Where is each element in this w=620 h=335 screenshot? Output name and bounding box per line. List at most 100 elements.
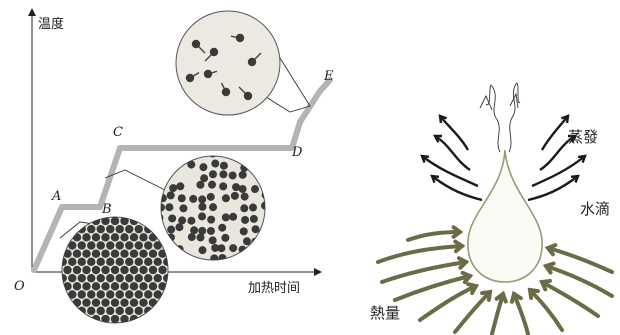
liquid-particle [176,182,184,190]
vapor-arrow [432,176,482,200]
gas-particle [248,58,256,66]
solid-particle [120,249,128,257]
vapor-arrow [435,136,470,170]
liquid-particle [207,227,215,235]
liquid-particle [240,227,248,235]
vapor-arrow [422,156,478,186]
gas-particle [222,88,230,96]
solid-particle [149,266,157,274]
solid-particle [120,282,128,290]
liquid-particle [229,213,237,221]
solid-particle [106,225,114,233]
heat-arrow [378,246,462,262]
liquid-particle [208,181,216,189]
solid-particle [78,258,86,266]
liquid-particle [209,170,217,178]
solid-particle [116,258,124,266]
y-axis-label: 温度 [38,16,64,32]
liquid-particle [175,223,183,231]
solid-particle [139,315,147,323]
liquid-particle [176,245,184,253]
solid-particle [154,258,162,266]
solid-particle [82,298,90,306]
liquid-particles-circle [155,149,269,262]
x-axis-label: 加热时间 [248,281,300,296]
solid-particle [101,249,109,257]
solid-particle [101,298,109,306]
solid-particle [82,217,90,225]
solid-particle [135,258,143,266]
liquid-particle [229,244,237,252]
liquid-particle [221,234,229,242]
point-label-a: A [51,189,61,204]
solid-particle [87,307,95,315]
solid-particle [73,266,81,274]
label-heat: 熱量 [370,304,400,322]
solid-particle [116,241,124,249]
liquid-particle [209,203,217,211]
solid-particle [63,266,71,274]
solid-particle [78,290,86,298]
gas-particle [204,70,212,78]
solid-particle [149,249,157,257]
liquid-particle [249,204,257,212]
solid-particle [82,249,90,257]
solid-particle [92,233,100,241]
solid-particle [106,307,114,315]
liquid-particle [251,185,259,193]
solid-particle [87,290,95,298]
solid-particle [135,307,143,315]
point-label-d: D [291,145,303,160]
liquid-particle [240,204,248,212]
solid-particle [139,217,147,225]
liquid-particle [167,191,175,199]
solid-particle [111,315,119,323]
solid-particle [130,266,138,274]
solid-particle [116,225,124,233]
solid-particle [101,282,109,290]
solid-particle [87,274,95,282]
solid-particle [73,233,81,241]
solid-particle [92,249,100,257]
solid-particle [97,307,105,315]
gas-particle [192,40,200,48]
solid-particle [68,274,76,282]
liquid-particle [189,195,197,203]
liquid-particle [198,212,206,220]
liquid-particle [211,160,219,168]
solid-particle [82,233,90,241]
solid-particle [73,282,81,290]
liquid-particle [222,194,230,202]
liquid-particle [220,162,228,170]
heat-arrow [455,292,490,332]
liquid-particle [159,194,167,202]
solid-particle [144,258,152,266]
liquid-particle [198,203,206,211]
water-droplet [468,150,542,282]
solid-particle [97,258,105,266]
liquid-particle [219,182,227,190]
solid-particle [158,266,166,274]
solid-particle [130,315,138,323]
solid-particle [125,241,133,249]
solid-particle [135,290,143,298]
solid-particle [120,298,128,306]
solid-particle [125,290,133,298]
evaporation-diagram: 蒸發 水滴 熱量 [370,83,612,334]
heat-arrow [530,290,562,330]
solid-particle [135,241,143,249]
vapor-arrow [528,176,578,200]
liquid-particle [239,185,247,193]
solid-particle [135,225,143,233]
solid-particle [111,233,119,241]
liquid-particle [218,224,226,232]
point-label-o: O [14,279,25,294]
solid-particle [125,307,133,315]
solid-particle [92,282,100,290]
solid-particle [130,233,138,241]
solid-particle [101,233,109,241]
solid-particle [106,274,114,282]
liquid-particle [239,171,247,179]
solid-particle [144,274,152,282]
liquid-particle [168,214,176,222]
